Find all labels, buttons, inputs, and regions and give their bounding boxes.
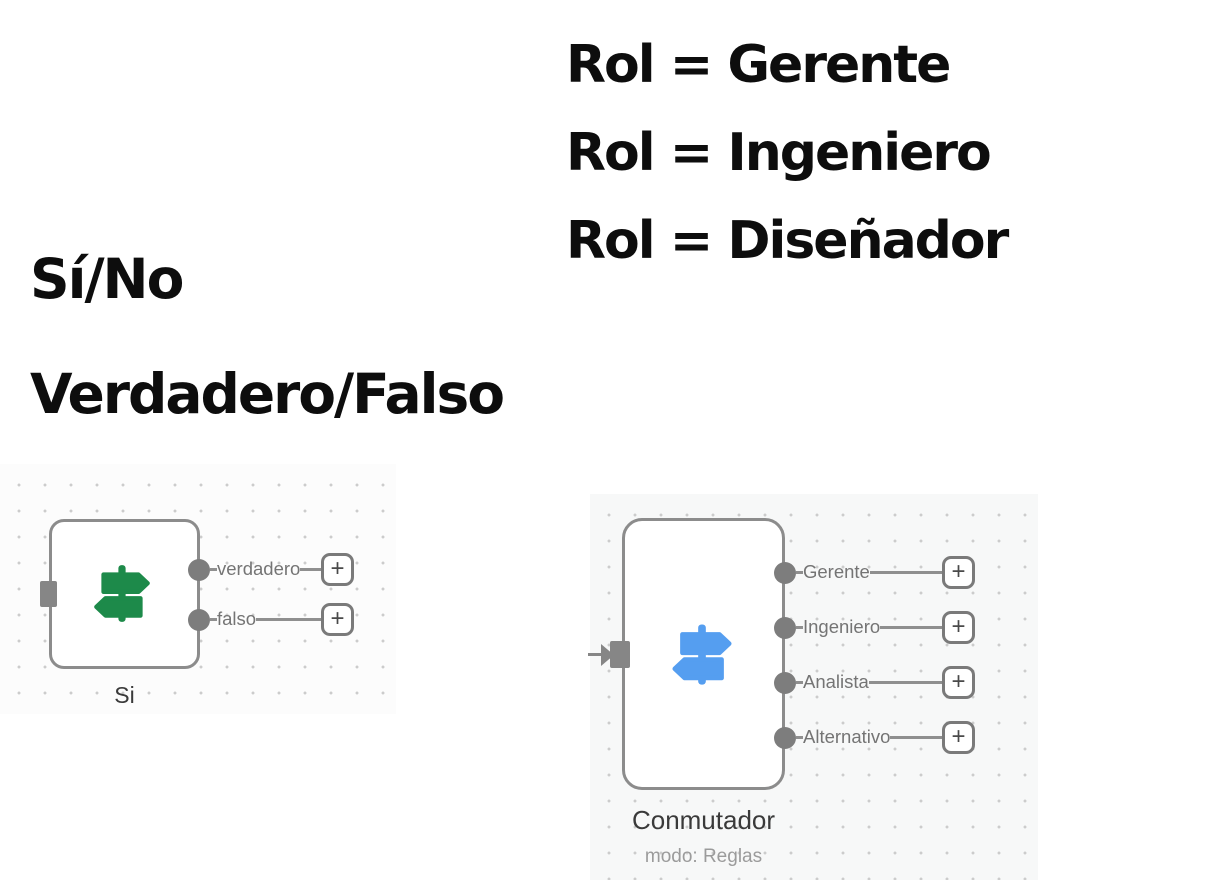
connector-wire bbox=[588, 653, 603, 656]
output-port[interactable] bbox=[774, 671, 796, 694]
annotation-line: Rol = Ingeniero bbox=[566, 123, 992, 183]
input-port[interactable] bbox=[610, 641, 630, 668]
output-port-label: Alternativo bbox=[803, 726, 891, 748]
annotation-line: Rol = Diseñador bbox=[566, 211, 1009, 271]
connector-wire bbox=[210, 618, 217, 621]
output-row: verdadero + bbox=[188, 553, 354, 586]
add-node-button[interactable]: + bbox=[321, 553, 354, 586]
output-port[interactable] bbox=[188, 608, 210, 631]
annotation-line: Rol = Gerente bbox=[566, 35, 951, 95]
connector-wire bbox=[796, 681, 803, 684]
output-port[interactable] bbox=[774, 561, 796, 584]
signpost-icon bbox=[89, 560, 155, 631]
add-node-button[interactable]: + bbox=[942, 611, 975, 644]
add-node-button[interactable]: + bbox=[942, 666, 975, 699]
output-row: falso + bbox=[188, 603, 354, 636]
annotation-line: Verdadero/Falso bbox=[30, 362, 505, 426]
output-port-label: verdadero bbox=[217, 558, 301, 580]
connector-wire bbox=[796, 571, 803, 574]
output-port[interactable] bbox=[188, 558, 210, 581]
switch-rules-annotation: Rol = Gerente Rol = Ingeniero Rol = Dise… bbox=[566, 21, 1009, 285]
output-port-label: Ingeniero bbox=[803, 616, 881, 638]
output-port-label: Gerente bbox=[803, 561, 870, 583]
add-node-button[interactable]: + bbox=[942, 721, 975, 754]
output-row: Gerente + bbox=[774, 556, 975, 589]
connector-wire bbox=[210, 568, 217, 571]
input-port[interactable] bbox=[40, 581, 57, 607]
output-row: Ingeniero + bbox=[774, 611, 975, 644]
connector-wire bbox=[880, 626, 942, 629]
connector-wire bbox=[890, 736, 942, 739]
connector-wire bbox=[868, 681, 942, 684]
connector-wire bbox=[300, 568, 321, 571]
output-row: Analista + bbox=[774, 666, 975, 699]
output-row: Alternativo + bbox=[774, 721, 975, 754]
connector-wire bbox=[256, 618, 321, 621]
output-port-label: Analista bbox=[803, 671, 869, 693]
add-node-button[interactable]: + bbox=[321, 603, 354, 636]
connector-wire bbox=[796, 626, 803, 629]
output-port-label: falso bbox=[217, 608, 257, 630]
connector-wire bbox=[796, 736, 803, 739]
signpost-icon bbox=[667, 619, 737, 694]
add-node-button[interactable]: + bbox=[942, 556, 975, 589]
input-connection bbox=[588, 641, 630, 668]
annotation-line: Sí/No bbox=[30, 247, 184, 311]
output-port[interactable] bbox=[774, 726, 796, 749]
if-options-annotation: Sí/No Verdadero/Falso bbox=[30, 222, 505, 452]
output-port[interactable] bbox=[774, 616, 796, 639]
connector-wire bbox=[869, 571, 942, 574]
switch-node-title: Conmutador bbox=[631, 805, 776, 835]
if-node-title: Si bbox=[114, 682, 135, 708]
switch-node-subtitle: modo: Reglas bbox=[644, 846, 763, 867]
